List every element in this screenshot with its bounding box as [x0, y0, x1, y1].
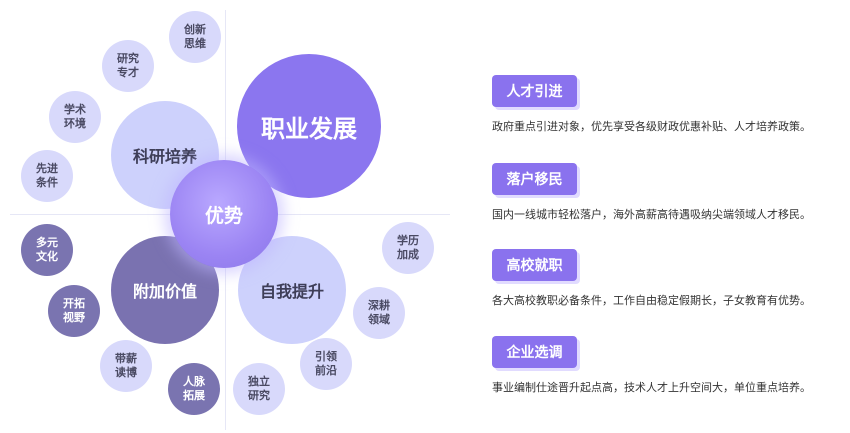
- tag-label: 企业选调: [506, 345, 563, 361]
- bubble-lead-frontier: 引领前沿: [300, 338, 352, 390]
- line-2: 领域: [368, 313, 390, 326]
- line-1: 独立: [248, 375, 270, 388]
- benefit-desc-talent-introduction: 政府重点引进对象，优先享受各级财政优惠补贴、人才培养政策。: [492, 120, 811, 133]
- center-label: 优势: [204, 204, 243, 227]
- benefit-tag-settlement: 落户移民: [492, 163, 577, 195]
- benefit-desc-settlement: 国内一线城市轻松落户，海外高薪高待遇吸纳尖端领域人才移民。: [492, 208, 811, 221]
- line-2: 视野: [63, 311, 85, 324]
- benefit-tag-enterprise-selection: 企业选调: [492, 336, 577, 368]
- benefit-tag-university-employment: 高校就职: [492, 249, 577, 281]
- bubble-research-specialist: 研究专才: [102, 40, 154, 92]
- line-1: 深耕: [368, 299, 390, 312]
- bubble-paid-phd: 带薪读博: [100, 340, 152, 392]
- bubble-degree-bonus: 学历加成: [382, 222, 434, 274]
- line-1: 开拓: [63, 297, 85, 310]
- center-advantage-bubble: 优势: [170, 160, 278, 268]
- bubble-label: 科研培养: [132, 147, 197, 166]
- line-1: 创新: [184, 23, 206, 36]
- bubble-innovative-thinking: 创新思维: [169, 11, 221, 63]
- bubble-diverse-culture: 多元文化: [21, 224, 73, 276]
- bubble-independent-research: 独立研究: [233, 363, 285, 415]
- line-2: 前沿: [315, 364, 337, 377]
- line-2: 文化: [36, 250, 58, 263]
- tag-label: 落户移民: [506, 172, 563, 188]
- bubble-label: 附加价值: [132, 282, 197, 301]
- line-2: 思维: [184, 37, 206, 50]
- benefit-tag-talent-introduction: 人才引进: [492, 75, 577, 107]
- line-2: 专才: [117, 66, 139, 79]
- tag-label: 高校就职: [506, 258, 563, 274]
- bubble-label: 职业发展: [261, 114, 357, 143]
- line-1: 学术: [64, 103, 86, 116]
- line-2: 拓展: [183, 389, 205, 402]
- line-1: 多元: [36, 236, 58, 249]
- bubble-academic-environment: 学术环境: [49, 91, 101, 143]
- line-1: 带薪: [115, 352, 137, 365]
- line-1: 学历: [397, 234, 419, 247]
- line-2: 读博: [115, 366, 137, 379]
- line-2: 研究: [248, 389, 270, 402]
- line-1: 人脉: [183, 375, 205, 388]
- bubble-broaden-horizon: 开拓视野: [48, 285, 100, 337]
- benefit-desc-enterprise-selection: 事业编制仕途晋升起点高，技术人才上升空间大，单位重点培养。: [492, 381, 811, 394]
- bubble-advanced-conditions: 先进条件: [21, 150, 73, 202]
- line-1: 引领: [315, 350, 337, 363]
- line-1: 研究: [117, 52, 139, 65]
- line-2: 加成: [397, 248, 419, 261]
- tag-label: 人才引进: [506, 84, 563, 100]
- line-1: 先进: [36, 162, 58, 175]
- benefit-desc-university-employment: 各大高校教职必备条件，工作自由稳定假期长，子女教育有优势。: [492, 294, 811, 307]
- bubble-career-development: 职业发展: [237, 54, 381, 198]
- line-2: 条件: [36, 176, 58, 189]
- bubble-network-expansion: 人脉拓展: [168, 363, 220, 415]
- line-2: 环境: [64, 117, 86, 130]
- bubble-deep-field: 深耕领域: [353, 287, 405, 339]
- bubble-label: 自我提升: [259, 282, 324, 301]
